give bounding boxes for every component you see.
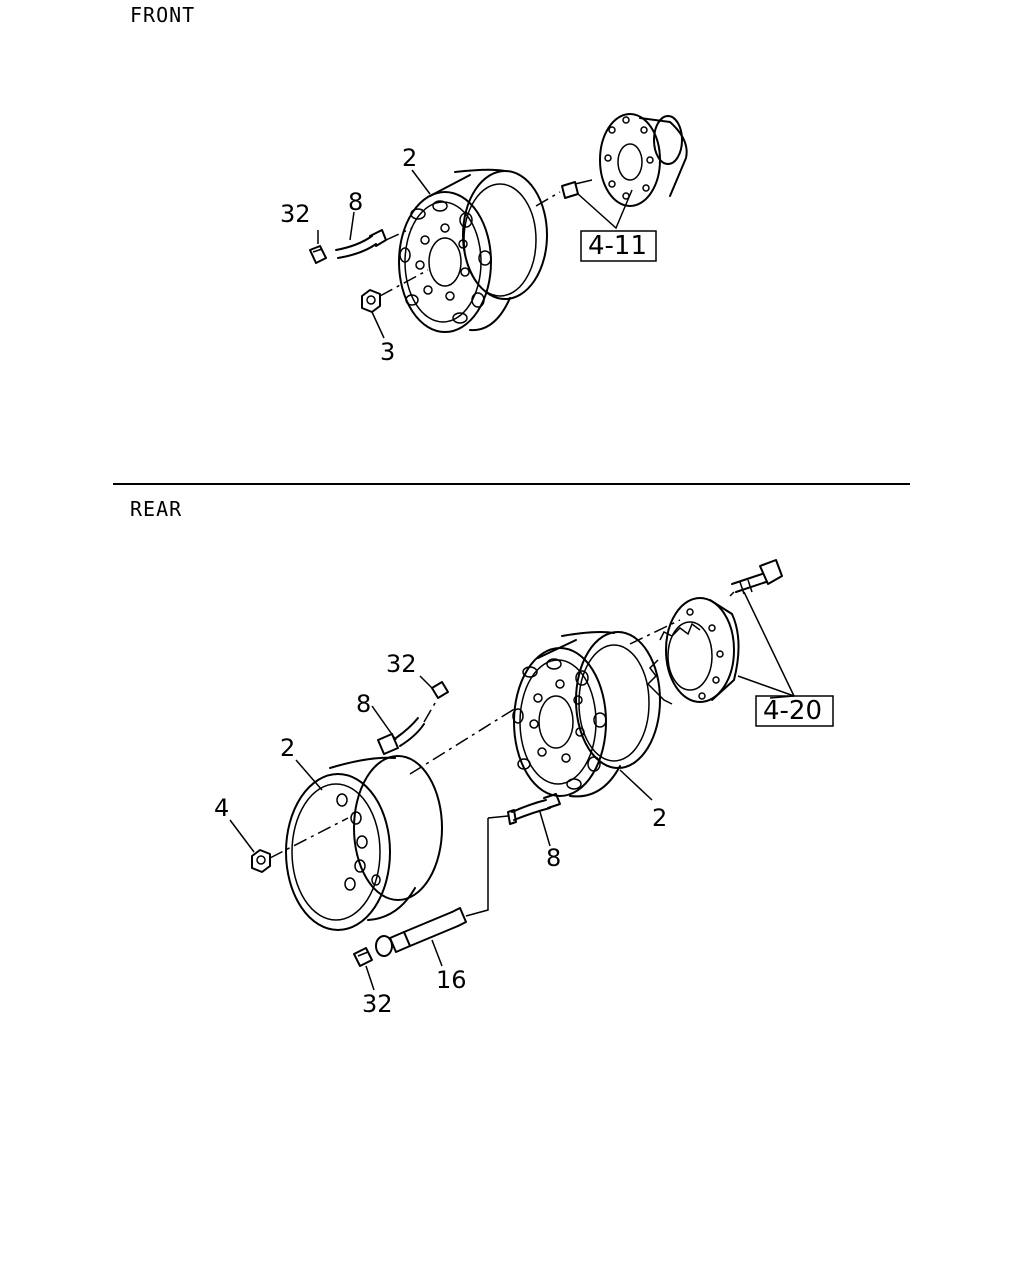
front-valve-cap (309, 245, 327, 264)
label-front-nut: 3 (380, 338, 395, 366)
label-front-valve-stem: 8 (348, 188, 363, 216)
label-rear-valve-extension: 16 (436, 966, 467, 994)
rear-inner-wheel (512, 631, 661, 798)
rear-valve-cap-lower (353, 947, 373, 967)
label-front-wheel: 2 (402, 144, 417, 172)
rear-valve-extension (375, 907, 467, 957)
label-rear-valve-cap-lower: 32 (362, 990, 393, 1018)
label-front-valve-cap: 32 (280, 200, 311, 228)
front-wheel (398, 168, 548, 333)
section-title-front: FRONT (130, 3, 195, 27)
front-valve-stem (335, 229, 387, 259)
ref-box-front-hub (580, 230, 657, 262)
rear-nut (251, 849, 271, 873)
section-title-rear: REAR (130, 497, 182, 521)
ref-box-rear-hub (755, 695, 834, 727)
front-nut (361, 289, 381, 313)
label-rear-inner-wheel: 2 (652, 804, 667, 832)
rear-hub (646, 597, 740, 705)
front-hub (561, 113, 688, 207)
label-rear-valve-cap-top: 32 (386, 650, 417, 678)
rear-hub-bolt (731, 559, 783, 595)
label-rear-valve-stem-lower: 8 (546, 844, 561, 872)
rear-outer-wheel (285, 755, 443, 931)
label-rear-valve-stem-top: 8 (356, 690, 371, 718)
ref-label-rear-hub: 4-20 (763, 696, 822, 726)
rear-valve-cap-top (431, 681, 449, 699)
label-rear-outer-wheel: 2 (280, 734, 295, 762)
label-rear-nut: 4 (214, 794, 229, 822)
ref-label-front-hub: 4-11 (588, 231, 647, 261)
rear-valve-stem-lower (507, 793, 561, 825)
rear-valve-stem-top (377, 717, 425, 755)
